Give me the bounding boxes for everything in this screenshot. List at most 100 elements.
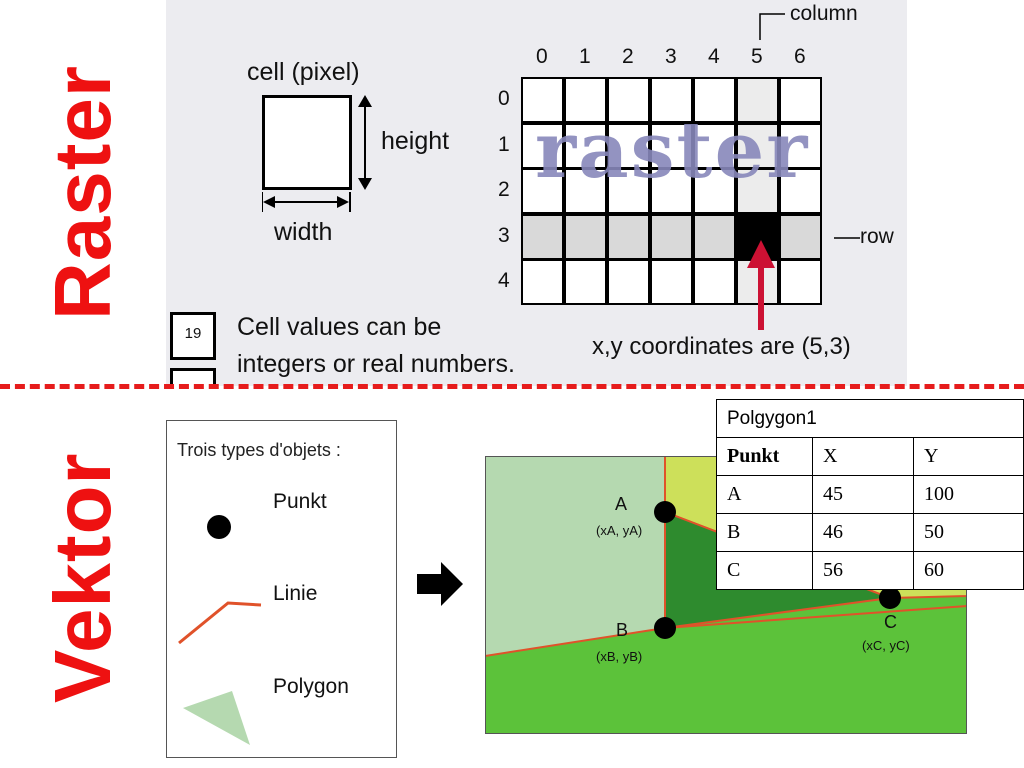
table-cell: 56 — [812, 551, 914, 590]
table-cell: 60 — [913, 551, 1024, 590]
legend-title: Trois types d'objets : — [177, 440, 341, 460]
cell-value-box-partial — [170, 368, 216, 388]
header-punkt: Punkt — [716, 437, 813, 476]
column-label: column — [790, 2, 858, 25]
table-caption: Polgygon1 — [716, 399, 1024, 438]
grid-cell — [779, 213, 823, 260]
grid-cell — [736, 77, 780, 123]
vektor-title: Vektor — [38, 452, 127, 703]
row-number: 4 — [498, 269, 510, 293]
grid-cell — [650, 259, 694, 306]
grid-cell — [607, 259, 651, 306]
grid-cell — [521, 168, 565, 215]
table-row: C 56 60 — [716, 551, 1024, 590]
grid-cell — [779, 259, 823, 306]
raster-watermark: raster — [535, 105, 810, 196]
grid-cell — [521, 122, 565, 169]
row-label: row — [860, 225, 894, 248]
grid-cell — [564, 259, 608, 306]
cell-values-line2: integers or real numbers. — [237, 350, 515, 378]
grid-cell — [779, 77, 823, 123]
polygon-coordinates-table: Polgygon1 Punkt X Y A 45 100 B 46 50 C 5… — [716, 399, 1024, 590]
polygon-symbol-icon — [183, 691, 250, 745]
cell-values-line1: Cell values can be — [237, 313, 442, 341]
column-number: 6 — [794, 45, 806, 68]
table-cell: C — [716, 551, 813, 590]
point-c-coords: (xC, yC) — [862, 638, 910, 653]
table-caption-row: Polgygon1 — [716, 399, 1024, 438]
legend-item-punkt: Punkt — [273, 490, 327, 513]
width-label: width — [274, 218, 333, 246]
table-header-row: Punkt X Y — [716, 437, 1024, 476]
grid-cell — [693, 122, 737, 169]
height-label: height — [381, 127, 450, 155]
cell-value-example: 19 — [184, 325, 202, 342]
point-b-name: B — [616, 620, 629, 640]
row-number: 1 — [498, 132, 510, 156]
grid-cell — [779, 122, 823, 169]
header-x: X — [812, 437, 914, 476]
point-a-name: A — [615, 494, 628, 514]
table-cell: 50 — [913, 513, 1024, 552]
grid-cell — [521, 259, 565, 306]
cell-pixel-label: cell (pixel) — [247, 58, 360, 86]
right-arrow-icon — [417, 562, 463, 606]
column-number: 3 — [665, 45, 677, 68]
table-cell: B — [716, 513, 813, 552]
grid-cell — [650, 77, 694, 123]
grid-cell — [607, 77, 651, 123]
header-y: Y — [913, 437, 1024, 476]
height-arrow-icon — [358, 95, 372, 190]
grid-cell — [564, 77, 608, 123]
table-row: A 45 100 — [716, 475, 1024, 514]
row-number: 3 — [498, 223, 510, 247]
grid-cell — [650, 122, 694, 169]
column-number: 1 — [579, 45, 591, 68]
grid-cell — [736, 168, 780, 215]
grid-cell — [607, 122, 651, 169]
point-symbol-icon — [207, 515, 231, 539]
grid-cell — [607, 213, 651, 260]
row-number: 0 — [498, 87, 510, 110]
table-cell: 100 — [913, 475, 1024, 514]
line-symbol-icon — [178, 601, 262, 645]
light-green-polygon — [485, 456, 666, 658]
section-divider — [0, 384, 1024, 389]
grid-cell — [736, 122, 780, 169]
column-number: 0 — [536, 45, 548, 68]
grid-cell — [564, 122, 608, 169]
grid-cell — [564, 168, 608, 215]
grid-cell — [607, 168, 651, 215]
legend-item-polygon: Polygon — [273, 675, 349, 698]
point-a-coords: (xA, yA) — [596, 523, 643, 538]
selected-cell-arrow-icon — [747, 240, 775, 330]
width-arrow-icon — [262, 192, 351, 212]
point-c-name: C — [884, 612, 897, 632]
coordinates-note: x,y coordinates are (5,3) — [592, 333, 851, 360]
table-cell: 46 — [812, 513, 914, 552]
cell-value-box — [170, 312, 216, 360]
column-number: 4 — [708, 45, 720, 68]
cell-square — [262, 95, 352, 190]
raster-title: Raster — [38, 64, 127, 320]
grid-cell — [693, 259, 737, 306]
edge-b-c — [664, 605, 967, 629]
table-cell: A — [716, 475, 813, 514]
grid-cell — [564, 213, 608, 260]
point-b-coords: (xB, yB) — [596, 649, 643, 664]
point-b — [654, 617, 676, 639]
legend-item-linie: Linie — [273, 582, 318, 605]
grid-cell — [650, 168, 694, 215]
row-number: 2 — [498, 178, 510, 202]
grid-cell — [693, 77, 737, 123]
column-number: 2 — [622, 45, 634, 68]
grid-cell — [693, 168, 737, 215]
row-pointer-icon — [834, 237, 860, 239]
grid-cell — [650, 213, 694, 260]
grid-cell — [779, 168, 823, 215]
point-a — [654, 501, 676, 523]
grid-cell — [693, 213, 737, 260]
column-pointer-icon — [759, 13, 785, 40]
point-c — [879, 587, 901, 609]
table-cell: 45 — [812, 475, 914, 514]
